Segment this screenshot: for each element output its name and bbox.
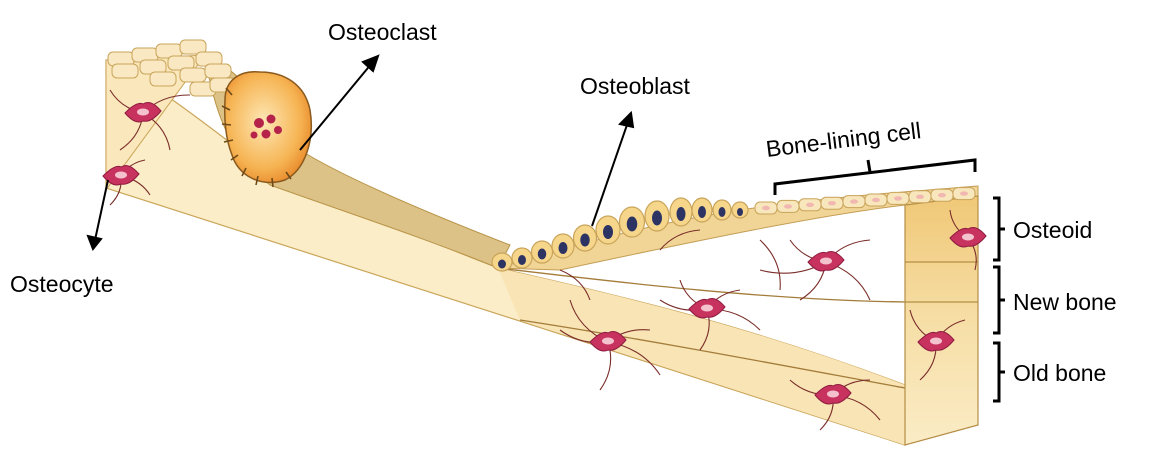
left-lining-cell — [180, 68, 206, 82]
canaliculus — [760, 240, 780, 290]
bone-lining-nucleus — [894, 196, 902, 200]
osteocyte-nucleus — [137, 109, 149, 116]
osteoclast-label: Osteoclast — [328, 19, 437, 45]
osteoblast-nucleus — [498, 260, 506, 269]
osteoclast-body — [225, 72, 312, 183]
old-bone-label: Old bone — [1013, 360, 1106, 386]
osteoblast-arrow-line — [592, 122, 628, 226]
osteoblast-nucleus — [603, 225, 613, 239]
osteoblast-nucleus — [559, 242, 568, 254]
bone-lining-cell-label: Bone-lining cell — [764, 117, 922, 162]
bone-lining-nucleus — [960, 191, 968, 195]
bone-lining-nucleus — [784, 204, 792, 208]
osteoclast-nucleus — [274, 126, 282, 134]
osteoblast-nucleus — [719, 207, 726, 217]
osteoblast-nucleus — [737, 208, 743, 216]
osteocyte-nucleus — [827, 391, 839, 398]
osteocyte-nucleus — [930, 338, 942, 345]
osteoid-label: Osteoid — [1013, 217, 1092, 243]
osteoblast-nucleus — [518, 255, 526, 265]
osteocyte-nucleus — [820, 258, 832, 265]
osteocyte-arrow-head — [88, 236, 101, 249]
bone-lining-nucleus — [850, 199, 858, 203]
new-bone-bracket — [993, 267, 1005, 333]
left-lining-cell — [205, 64, 231, 78]
osteoclast-arrow-head — [363, 56, 378, 71]
left-lining-cell — [112, 64, 138, 78]
bone-lining-bracket-tip — [868, 160, 870, 172]
osteocyte-nucleus — [602, 338, 614, 345]
bone-lower-face — [498, 268, 905, 445]
bone-lining-nucleus — [872, 198, 880, 202]
osteoid-bracket — [993, 198, 1005, 260]
new-bone-label: New bone — [1013, 289, 1117, 315]
osteoblast-nucleus — [698, 206, 706, 218]
bone-lining-nucleus — [938, 193, 946, 197]
osteoblast-nucleus — [652, 211, 662, 226]
osteoclast-nucleus — [254, 118, 264, 128]
osteoclast-arrow-line — [300, 63, 372, 150]
osteocyte-nucleus — [962, 234, 974, 241]
osteoclast-nucleus — [251, 132, 258, 139]
osteoblast-arrow-head — [620, 113, 633, 127]
bone-lining-nucleus — [806, 203, 814, 207]
osteoblast-nucleus — [538, 249, 547, 260]
osteocyte-nucleus — [701, 305, 713, 312]
old-bone-bracket — [993, 343, 1005, 401]
bone-lining-nucleus — [916, 195, 924, 199]
osteoblast-nucleus — [677, 207, 686, 221]
osteoclast-nucleus — [262, 130, 271, 139]
left-lining-cell — [150, 72, 176, 86]
osteocyte-label: Osteocyte — [10, 271, 114, 297]
osteocyte-nucleus — [115, 172, 127, 179]
osteocyte-arrow-line — [95, 180, 108, 240]
bone-lining-nucleus — [762, 206, 770, 210]
osteoclast-nucleus — [267, 115, 276, 124]
osteoblast-nucleus — [627, 217, 638, 232]
osteoblast-label: Osteoblast — [580, 73, 691, 99]
bone-lining-nucleus — [828, 201, 836, 205]
osteoblast-nucleus — [580, 234, 590, 247]
